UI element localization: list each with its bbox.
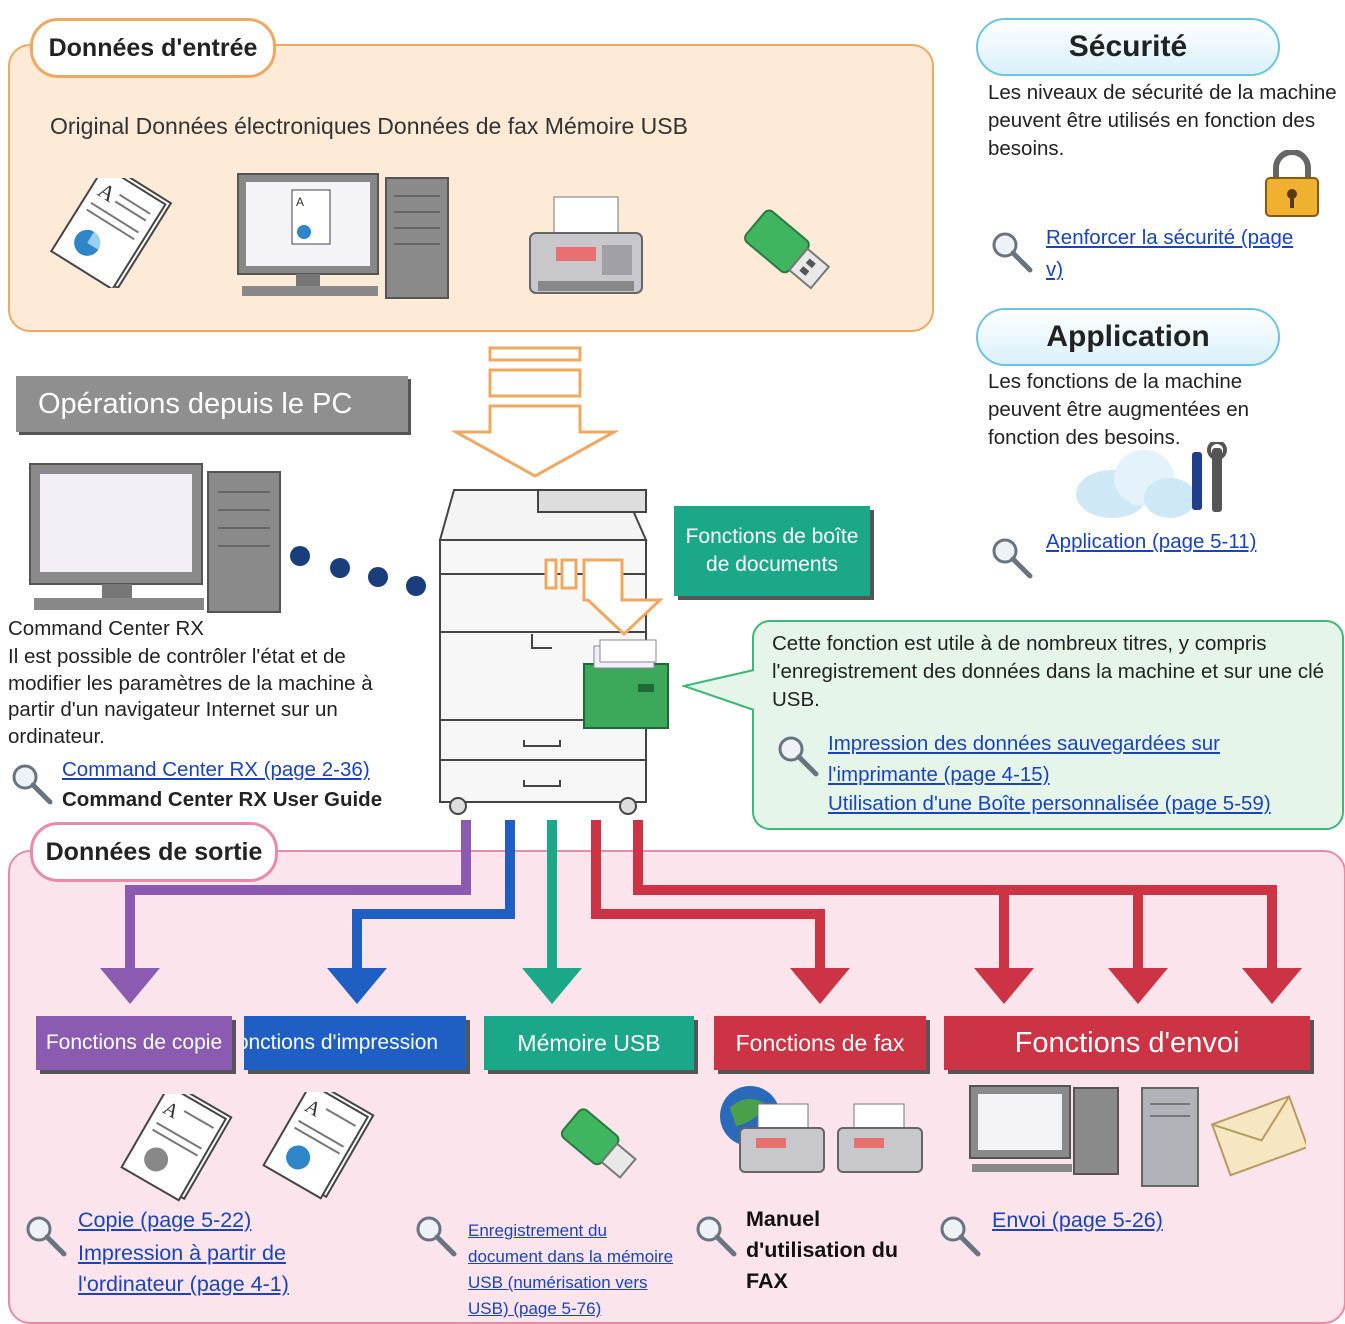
magnifier-icon [414, 1214, 458, 1258]
usb-link-line1: Enregistrement du [468, 1221, 607, 1240]
original-document-icon: A [49, 178, 173, 288]
usb-memory-icon [744, 209, 831, 290]
document-box-label-line2: de documents [706, 553, 838, 576]
magnifier-icon [990, 536, 1034, 580]
command-center-guide: Command Center RX User Guide [62, 788, 383, 811]
pc-operations-banner: Opérations depuis le PC [16, 376, 408, 432]
input-flow-arrow [452, 346, 620, 478]
input-data-title: Données d'entrée [30, 18, 276, 78]
print-functions-label: Fonctions d'impression [244, 1031, 439, 1054]
magnifier-icon [938, 1214, 982, 1258]
output-data-title: Données de sortie [30, 822, 278, 882]
input-data-panel [8, 44, 934, 332]
fax-manual-line1: Manuel [746, 1207, 821, 1231]
print-from-computer-link[interactable]: Impression à partir de l'ordinateur (pag… [78, 1238, 289, 1300]
fax-output-icons [720, 1086, 923, 1173]
application-desc: Les fonctions de la machine peuvent être… [988, 370, 1249, 449]
doc-box-link-print-saved[interactable]: Impression des données sauvegardées sur … [828, 728, 1220, 790]
output-data-panel [8, 850, 1345, 1324]
security-title: Sécurité [976, 18, 1280, 76]
usb-link-line2: document dans la mémoire [468, 1247, 674, 1266]
computer-icon: A [237, 173, 449, 299]
callout-pointer [682, 669, 755, 711]
pc-computer-icon [29, 463, 281, 613]
cloud-tools-icon [1076, 442, 1227, 518]
application-link[interactable]: Application (page 5-11) [1046, 530, 1257, 553]
document-box-label-line1: Fonctions de boîte [685, 525, 859, 548]
print-document-icon: A [262, 1092, 375, 1200]
fax-manual-line2: d'utilisation du [746, 1238, 899, 1262]
magnifier-icon [990, 230, 1034, 274]
document-box-desc: Cette fonction est utile à de nombreux t… [772, 632, 1325, 711]
connection-dots [290, 546, 426, 596]
security-link-line2: v) [1046, 258, 1064, 281]
send-functions-label: Fonctions d'envoi [1014, 1026, 1240, 1059]
copy-functions-label: Fonctions de copie [45, 1031, 223, 1054]
magnifier-icon [24, 1214, 68, 1258]
command-center-desc: Il est possible de contrôler l'état et d… [8, 645, 373, 748]
output-flow-arrows [100, 820, 1302, 1004]
doc-box-link1-line1: Impression des données sauvegardées sur [828, 732, 1221, 755]
doc-box-link1-line2: l'imprimante (page 4-15) [828, 763, 1050, 786]
fax-manual-line3: FAX [746, 1269, 788, 1293]
usb-link-line3: USB (numérisation vers [468, 1273, 648, 1292]
usb-output-icon [560, 1108, 637, 1179]
doc-box-link-custom-box[interactable]: Utilisation d'une Boîte personnalisée (p… [828, 792, 1271, 815]
usb-link-line4: USB) (page 5-76) [468, 1299, 602, 1318]
security-link-line1: Renforcer la sécurité (page [1046, 226, 1294, 249]
command-center-title: Command Center RX [8, 617, 204, 640]
fax-functions-button[interactable]: Fonctions de fax [714, 1016, 926, 1070]
document-box-button[interactable]: Fonctions de boîte de documents [674, 506, 870, 596]
lock-icon [1265, 150, 1319, 217]
send-destination-icons [969, 1085, 1306, 1187]
security-link[interactable]: Renforcer la sécurité (page v) [1046, 222, 1293, 286]
copy-link[interactable]: Copie (page 5-22) [78, 1208, 252, 1232]
fax-functions-label: Fonctions de fax [735, 1029, 905, 1056]
document-box-callout [752, 620, 1344, 830]
command-center-link[interactable]: Command Center RX (page 2-36) [62, 758, 370, 781]
application-title: Application [976, 308, 1280, 366]
magnifier-icon [10, 762, 54, 806]
copy-document-icon: A [120, 1094, 233, 1202]
magnifier-icon [776, 734, 820, 778]
send-functions-button[interactable]: Fonctions d'envoi [944, 1016, 1310, 1070]
print-functions-button[interactable]: Fonctions d'impression [244, 1016, 466, 1070]
send-link[interactable]: Envoi (page 5-26) [992, 1208, 1163, 1232]
print-link-line1: Impression à partir de [78, 1241, 286, 1265]
security-desc: Les niveaux de sécurité de la machine pe… [988, 81, 1337, 160]
svg-text:A: A [296, 195, 304, 209]
copy-functions-button[interactable]: Fonctions de copie [36, 1016, 232, 1070]
magnifier-icon [694, 1214, 738, 1258]
usb-scan-link[interactable]: Enregistrement du document dans la mémoi… [468, 1218, 673, 1322]
mfp-machine-icon [438, 489, 669, 815]
usb-memory-button[interactable]: Mémoire USB [484, 1016, 694, 1070]
usb-memory-label: Mémoire USB [517, 1029, 661, 1056]
input-types-text: Original Données électroniques Données d… [50, 113, 688, 139]
fax-machine-icon [529, 196, 643, 294]
print-link-line2: l'ordinateur (page 4-1) [78, 1272, 289, 1296]
fax-manual-ref: Manuel d'utilisation du FAX [746, 1204, 898, 1297]
